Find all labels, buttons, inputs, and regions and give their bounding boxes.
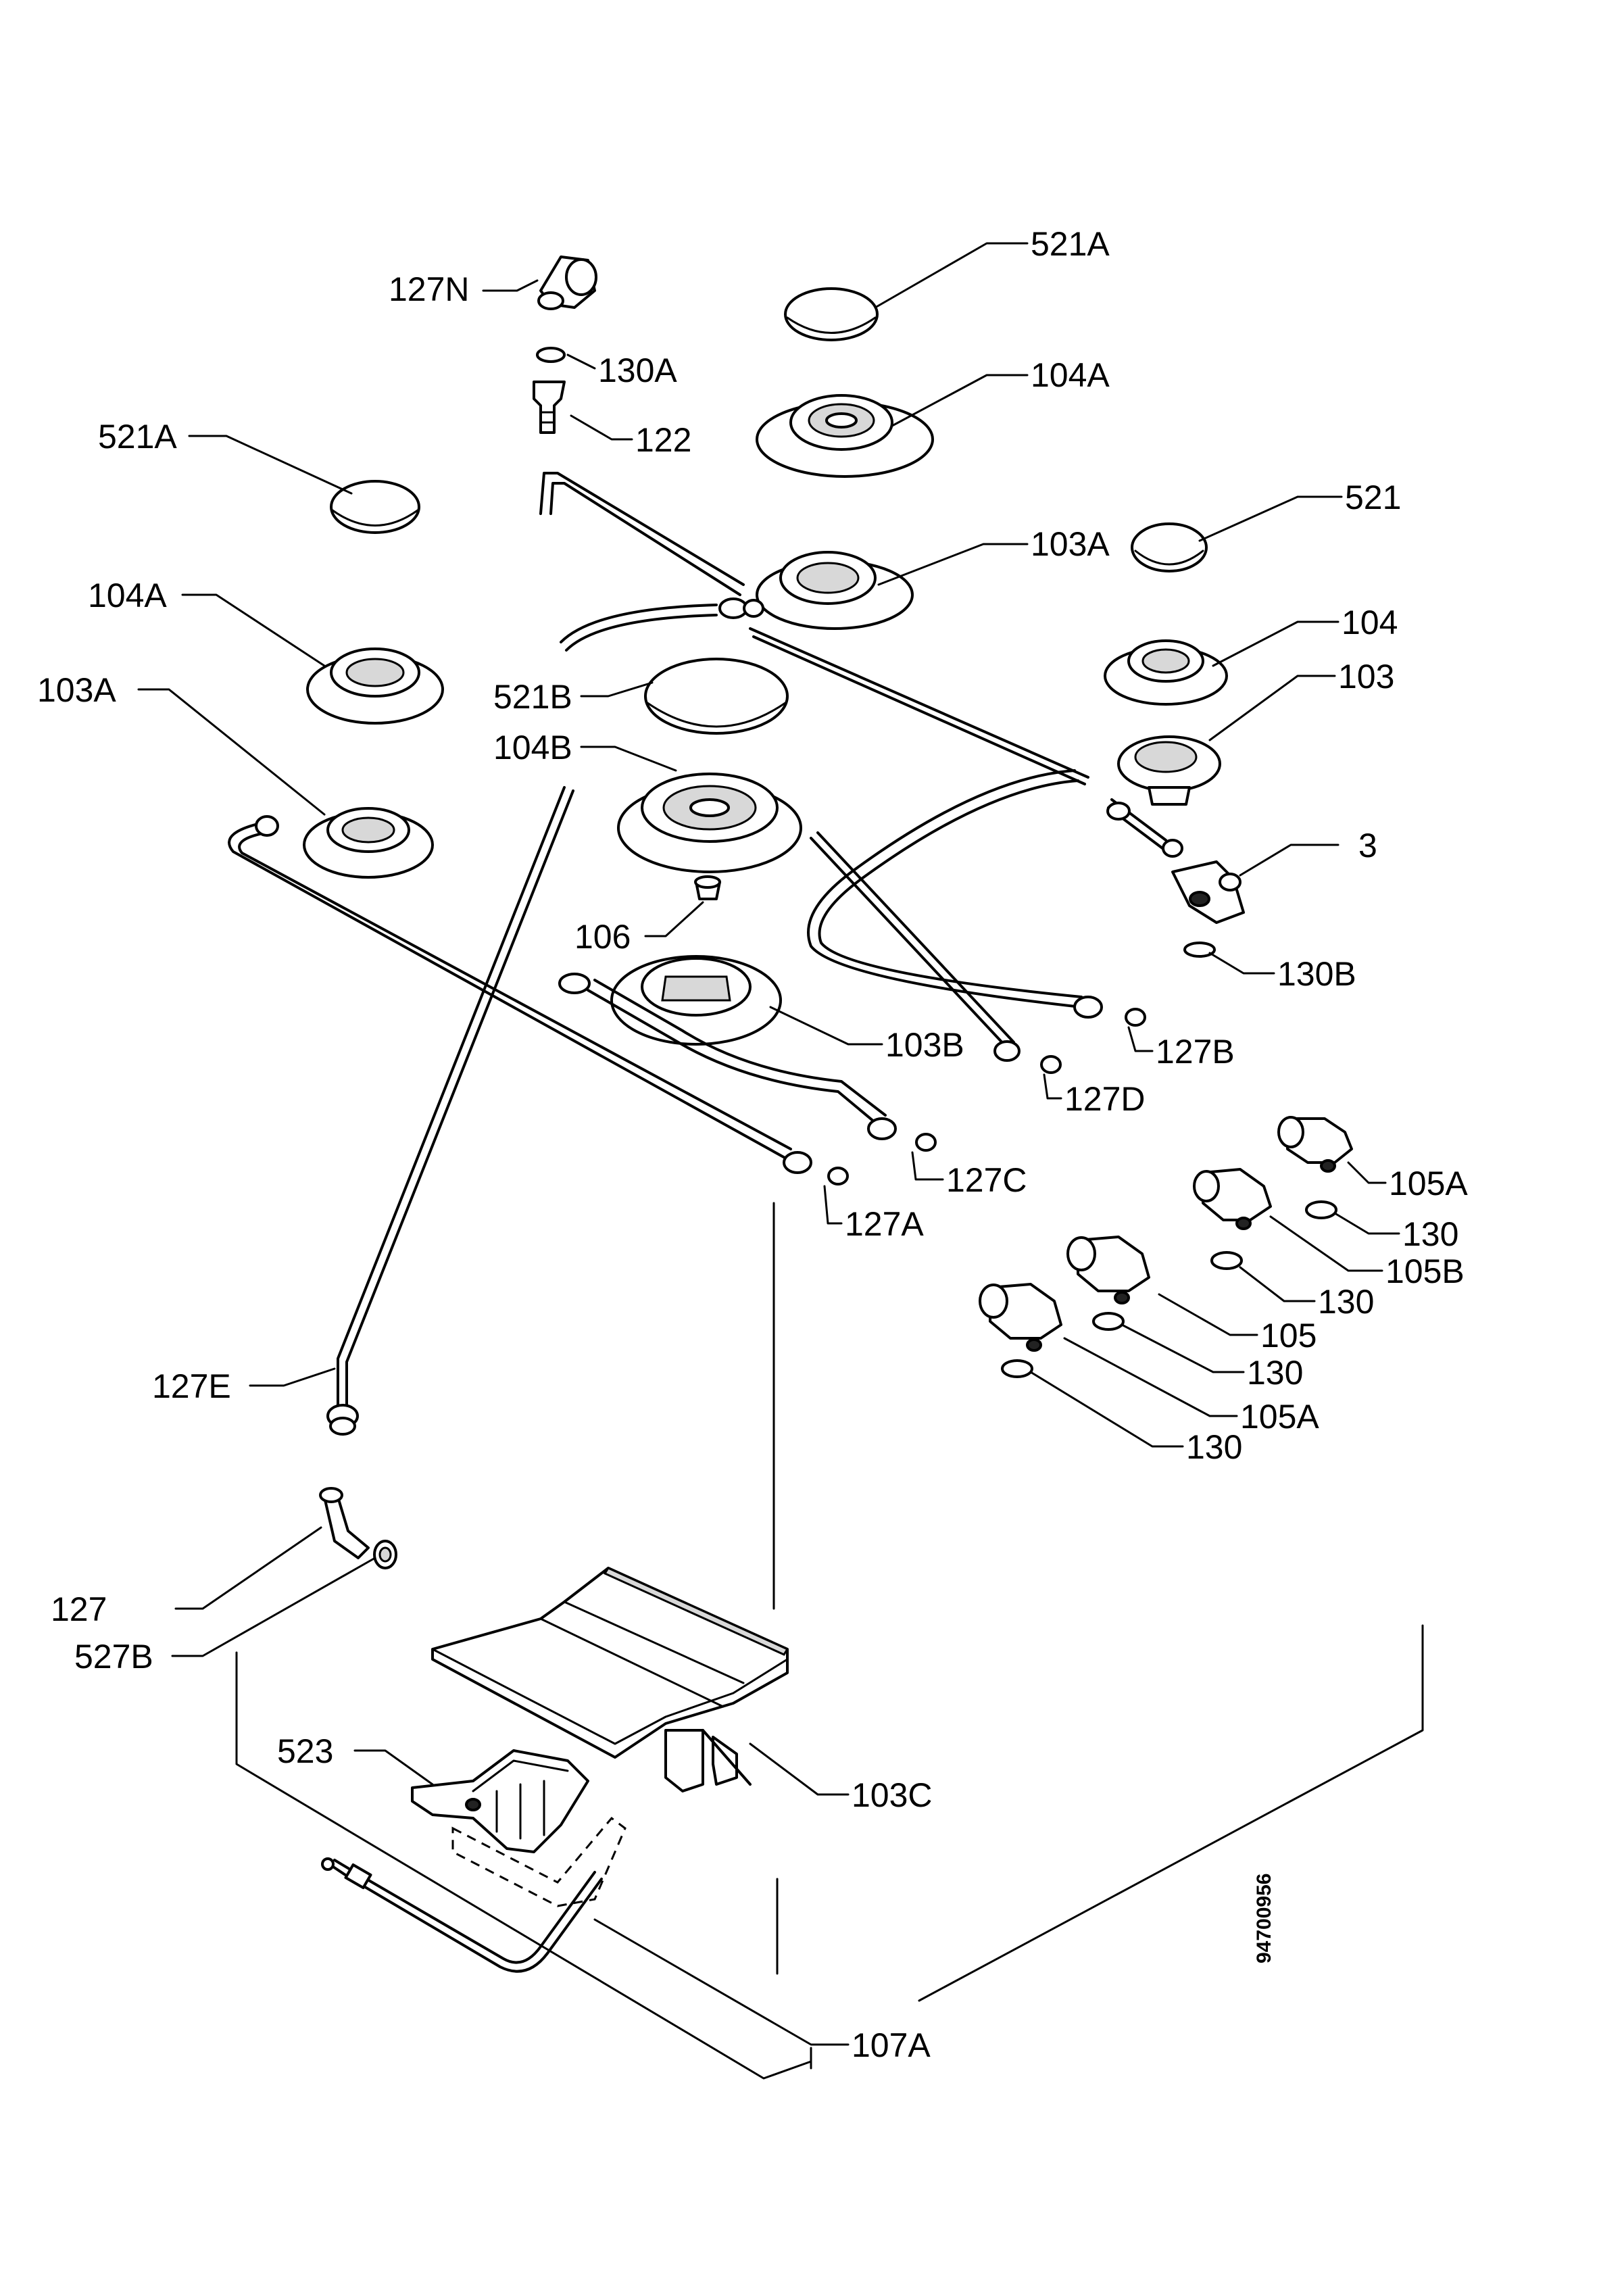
gas-pipes	[228, 472, 1183, 1973]
part-105-tap	[1066, 1236, 1150, 1304]
part-104B-large-crown	[617, 773, 802, 873]
label-104A-top: 104A	[1031, 356, 1110, 394]
part-130A-washer	[536, 347, 566, 363]
label-130-3: 130	[1247, 1354, 1303, 1392]
part-523-bracket	[411, 1749, 589, 1853]
label-521: 521	[1345, 479, 1401, 516]
label-521A-left: 521A	[98, 418, 177, 456]
part-104A-burner-crown-top	[756, 394, 934, 478]
label-103B: 103B	[885, 1026, 964, 1064]
label-127A: 127A	[845, 1205, 924, 1243]
label-521A-top: 521A	[1031, 225, 1110, 263]
label-523: 523	[277, 1732, 333, 1770]
label-130A: 130A	[598, 351, 677, 389]
label-103C: 103C	[852, 1776, 933, 1814]
label-127: 127	[51, 1590, 107, 1628]
assembly-guide-lines	[235, 1202, 1424, 2080]
label-105: 105	[1260, 1317, 1317, 1354]
label-521B: 521B	[493, 678, 572, 716]
part-122-jet-screw	[533, 381, 566, 434]
part-104-burner-crown-right	[1104, 639, 1228, 706]
label-105A-bottom: 105A	[1240, 1398, 1319, 1436]
label-105B: 105B	[1385, 1252, 1465, 1290]
label-103: 103	[1338, 658, 1394, 695]
label-104A-left: 104A	[88, 577, 167, 614]
part-130-washer-1	[1305, 1200, 1337, 1219]
part-105A-tap-top	[1277, 1116, 1353, 1173]
part-521B-large-cap	[644, 658, 789, 735]
label-130B: 130B	[1277, 955, 1356, 993]
label-105A-top: 105A	[1389, 1165, 1468, 1202]
label-104: 104	[1342, 604, 1398, 641]
part-106-nozzle	[694, 875, 721, 900]
part-103A-burner-left	[303, 807, 434, 879]
label-527B: 527B	[74, 1638, 153, 1676]
label-130-4: 130	[1186, 1428, 1242, 1466]
label-127D: 127D	[1064, 1080, 1146, 1118]
part-104A-burner-crown-left	[306, 648, 444, 725]
label-103A-left: 103A	[37, 671, 116, 709]
part-521A-cap-left	[330, 480, 420, 534]
label-104B: 104B	[493, 729, 572, 766]
part-130-washer-3	[1092, 1312, 1125, 1331]
document-number: 94700956	[1253, 1874, 1275, 1963]
part-130B-washer	[1183, 942, 1216, 958]
label-130-1: 130	[1402, 1215, 1458, 1253]
label-127C: 127C	[946, 1161, 1027, 1199]
label-127B: 127B	[1156, 1033, 1235, 1071]
label-3: 3	[1358, 827, 1377, 864]
part-521-cap-small	[1131, 522, 1208, 572]
label-107A: 107A	[852, 2026, 931, 2064]
label-122: 122	[635, 421, 691, 459]
label-127N: 127N	[389, 270, 470, 308]
part-105B-tap	[1193, 1168, 1272, 1230]
part-127N-elbow-connector	[537, 255, 597, 310]
part-3-valve	[1171, 860, 1245, 924]
part-130-washer-4	[1001, 1359, 1033, 1378]
leader-lines	[137, 242, 1400, 2046]
part-105A-tap-bottom	[979, 1283, 1062, 1352]
part-103B-burner	[610, 955, 782, 1046]
label-130-2: 130	[1318, 1283, 1374, 1321]
label-127E: 127E	[152, 1367, 231, 1405]
label-103A-mid: 103A	[1031, 525, 1110, 563]
part-103-burner-right	[1117, 735, 1221, 806]
bracket-dashed-outline	[451, 1816, 626, 1907]
part-103A-burner-middle	[756, 551, 914, 630]
label-106: 106	[574, 918, 631, 956]
part-103C-deflector	[431, 1567, 789, 1792]
part-130-washer-2	[1210, 1251, 1243, 1270]
part-labels: 127N 521A 130A 122 104A 521A 521 103A 10…	[37, 225, 1468, 2064]
part-521A-cap-top	[784, 287, 879, 341]
